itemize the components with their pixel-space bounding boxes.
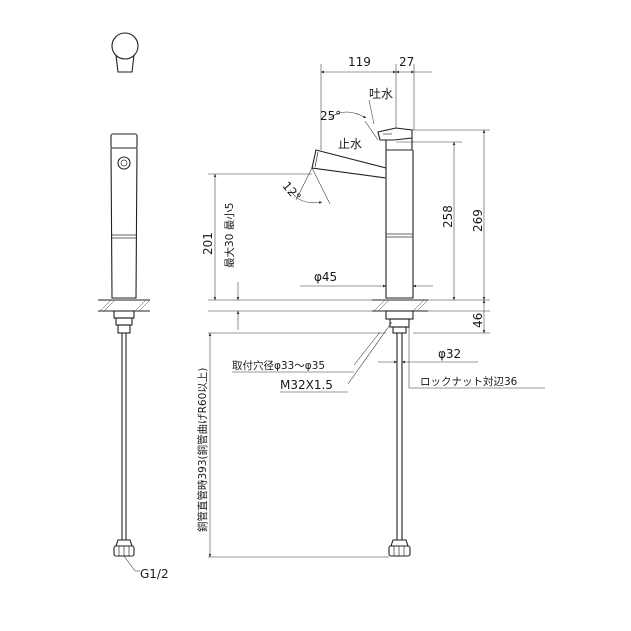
- mount-hole-label: 取付穴径φ33～φ35: [232, 359, 325, 372]
- dim-119-label: 119: [348, 55, 371, 69]
- locknut-label: ロックナット対辺36: [420, 375, 518, 388]
- dia-32-label: φ32: [438, 347, 461, 361]
- angle-25-label: 25°: [320, 109, 341, 123]
- dimension-lines: [208, 64, 545, 558]
- dim-201-label: 201: [201, 232, 215, 255]
- side-view-faucet: [98, 133, 151, 572]
- outlet-label: 吐水: [369, 87, 393, 101]
- dia-45-label: φ45: [314, 270, 337, 284]
- top-view-handle: [111, 32, 139, 73]
- dim-46-label: 46: [471, 313, 485, 328]
- dim-269-label: 269: [471, 209, 485, 232]
- stop-label: 止水: [338, 137, 362, 151]
- max-min-label: 最大30 最小5: [223, 203, 236, 268]
- angle-12-label: 12°: [279, 179, 303, 204]
- pipe-length-label: 銅管直管時393(銅管曲げR60以上): [196, 368, 209, 532]
- label-g12: G1/2: [140, 567, 169, 581]
- dim-258-label: 258: [441, 205, 455, 228]
- thread-label: M32X1.5: [280, 378, 333, 392]
- front-view-faucet: [311, 127, 429, 557]
- dim-27-label: 27: [399, 55, 414, 69]
